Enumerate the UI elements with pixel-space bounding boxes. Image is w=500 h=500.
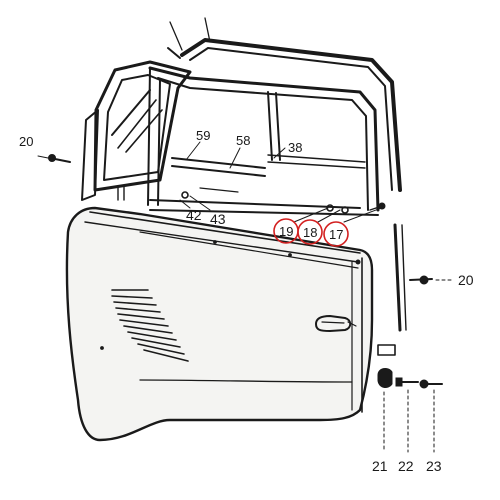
window-frame [81,17,402,236]
callout-21: 21 [372,458,388,474]
callout-38: 38 [288,140,302,155]
callout-20-right: 20 [458,272,474,288]
highlight-18 [297,219,323,245]
callout-22: 22 [398,458,414,474]
rear-seal-strip [393,223,407,332]
callout-23: 23 [426,458,442,474]
callout-20-left: 20 [19,134,33,149]
door-handle [315,315,357,332]
part-21-icon [377,367,393,388]
highlight-17 [323,221,349,247]
leader-lines [37,141,455,453]
callout-17: 17 [329,227,343,242]
callout-43: 43 [210,211,226,227]
callout-42: 42 [186,207,202,223]
callout-labels: 20 59 58 38 42 43 19 18 17 20 21 22 23 [19,128,474,474]
callout-19: 19 [279,224,293,239]
callout-18: 18 [303,225,317,240]
door-panel [65,206,374,442]
vent-louvres [111,289,189,362]
callout-59: 59 [196,128,210,143]
callout-58: 58 [236,133,250,148]
highlight-circles [273,218,349,247]
